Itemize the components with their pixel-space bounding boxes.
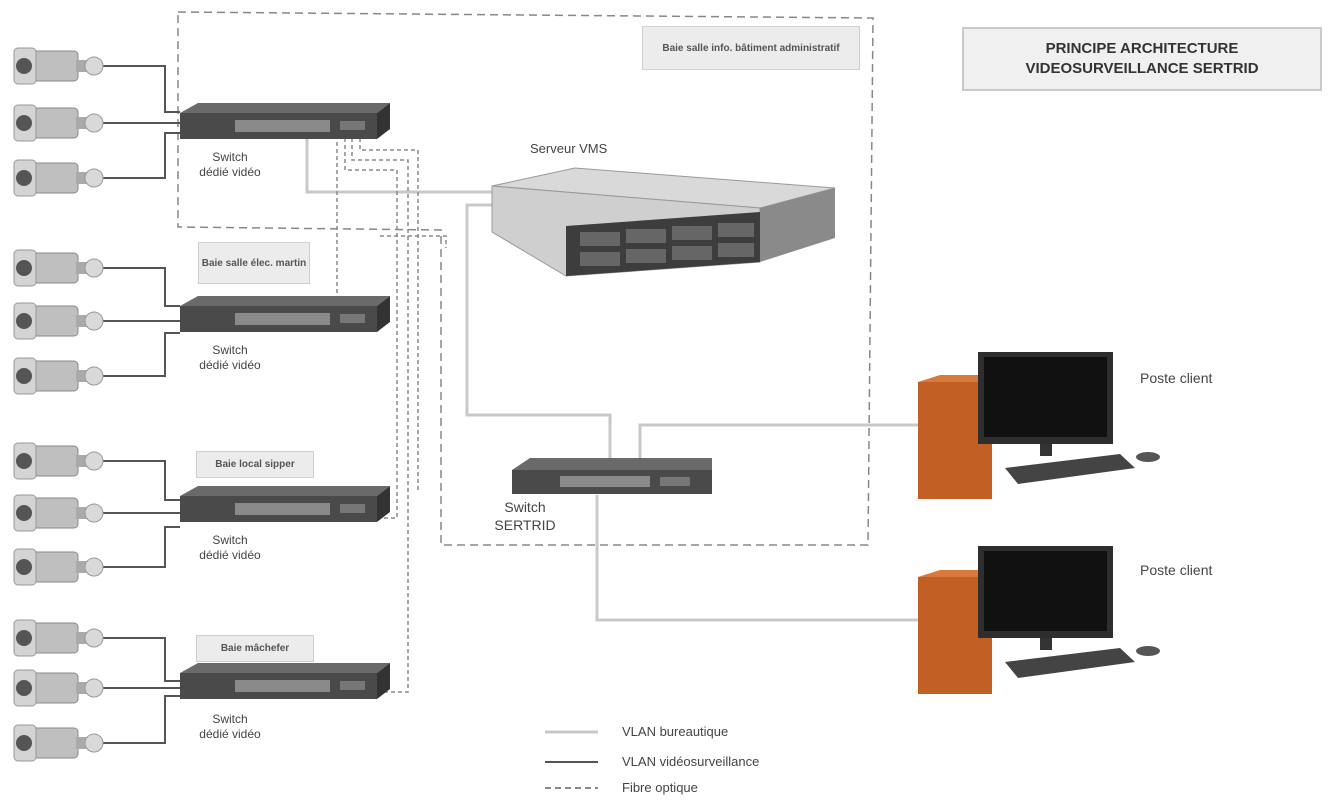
office-vlan-lines (305, 138, 925, 622)
server-label: Serveur VMS (530, 141, 608, 156)
switch-label: Switch dédié vidéo (190, 150, 270, 180)
switch-label-line1: Switch (212, 533, 248, 547)
video-vlan-lines (95, 65, 180, 744)
sertrid-switch-line1: Switch (504, 499, 546, 515)
rack-label-machefer: Baie mâchefer (196, 635, 314, 662)
switch-label-line2: dédié vidéo (199, 727, 261, 741)
diagram-title: PRINCIPE ARCHITECTURE VIDEOSURVEILLANCE … (962, 27, 1322, 91)
legend-office-text: VLAN bureautique (622, 724, 729, 739)
switch-label: Switch dédié vidéo (190, 343, 270, 373)
switch-label-line2: dédié vidéo (199, 358, 261, 372)
switch-label: Switch dédié vidéo (190, 712, 270, 742)
switch-label-line1: Switch (212, 343, 248, 357)
rack-label-sipper: Baie local sipper (196, 451, 314, 478)
switch-label-line2: dédié vidéo (199, 548, 261, 562)
title-line-1: PRINCIPE ARCHITECTURE (1045, 40, 1239, 57)
camera-icons (13, 47, 104, 762)
client-label-1: Poste client (1140, 370, 1213, 386)
title-line-2: VIDEOSURVEILLANCE SERTRID (1025, 60, 1259, 77)
fiber-lines (336, 138, 447, 693)
switch-label-line2: dédié vidéo (199, 165, 261, 179)
client-workstation-icon (918, 352, 1160, 499)
switch-label: Switch dédié vidéo (190, 533, 270, 563)
sertrid-switch-label: Switch SERTRID (490, 498, 560, 534)
sertrid-switch-icon (512, 458, 712, 494)
sertrid-switch-line2: SERTRID (494, 517, 556, 533)
rack-enclosure-border (177, 11, 874, 546)
switch-label-line1: Switch (212, 150, 248, 164)
rack-label-elec: Baie salle élec. martin (198, 242, 310, 284)
server-icon (491, 167, 836, 277)
client-label-2: Poste client (1140, 562, 1213, 578)
switch-label-line1: Switch (212, 712, 248, 726)
legend-video-text: VLAN vidéosurveillance (622, 754, 760, 769)
legend-fiber-text: Fibre optique (622, 780, 698, 795)
rack-label-admin: Baie salle info. bâtiment administratif (642, 26, 860, 70)
client-workstation-icon (918, 546, 1160, 694)
